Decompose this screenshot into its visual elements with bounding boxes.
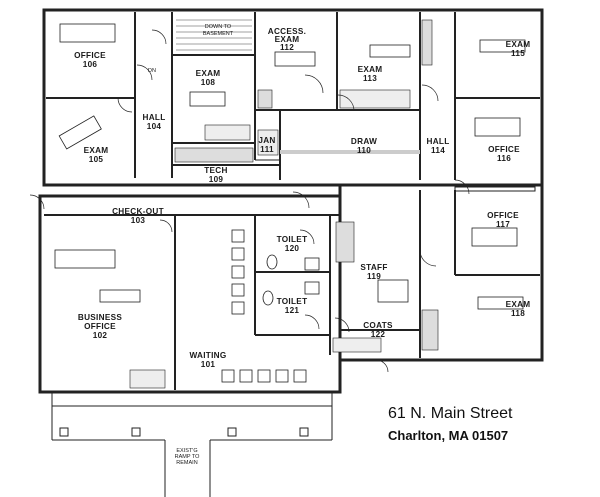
address-city: Charlton, MA 01507 [388, 428, 509, 443]
address-street: 61 N. Main Street [388, 405, 513, 422]
dn-note: DN [148, 68, 156, 74]
